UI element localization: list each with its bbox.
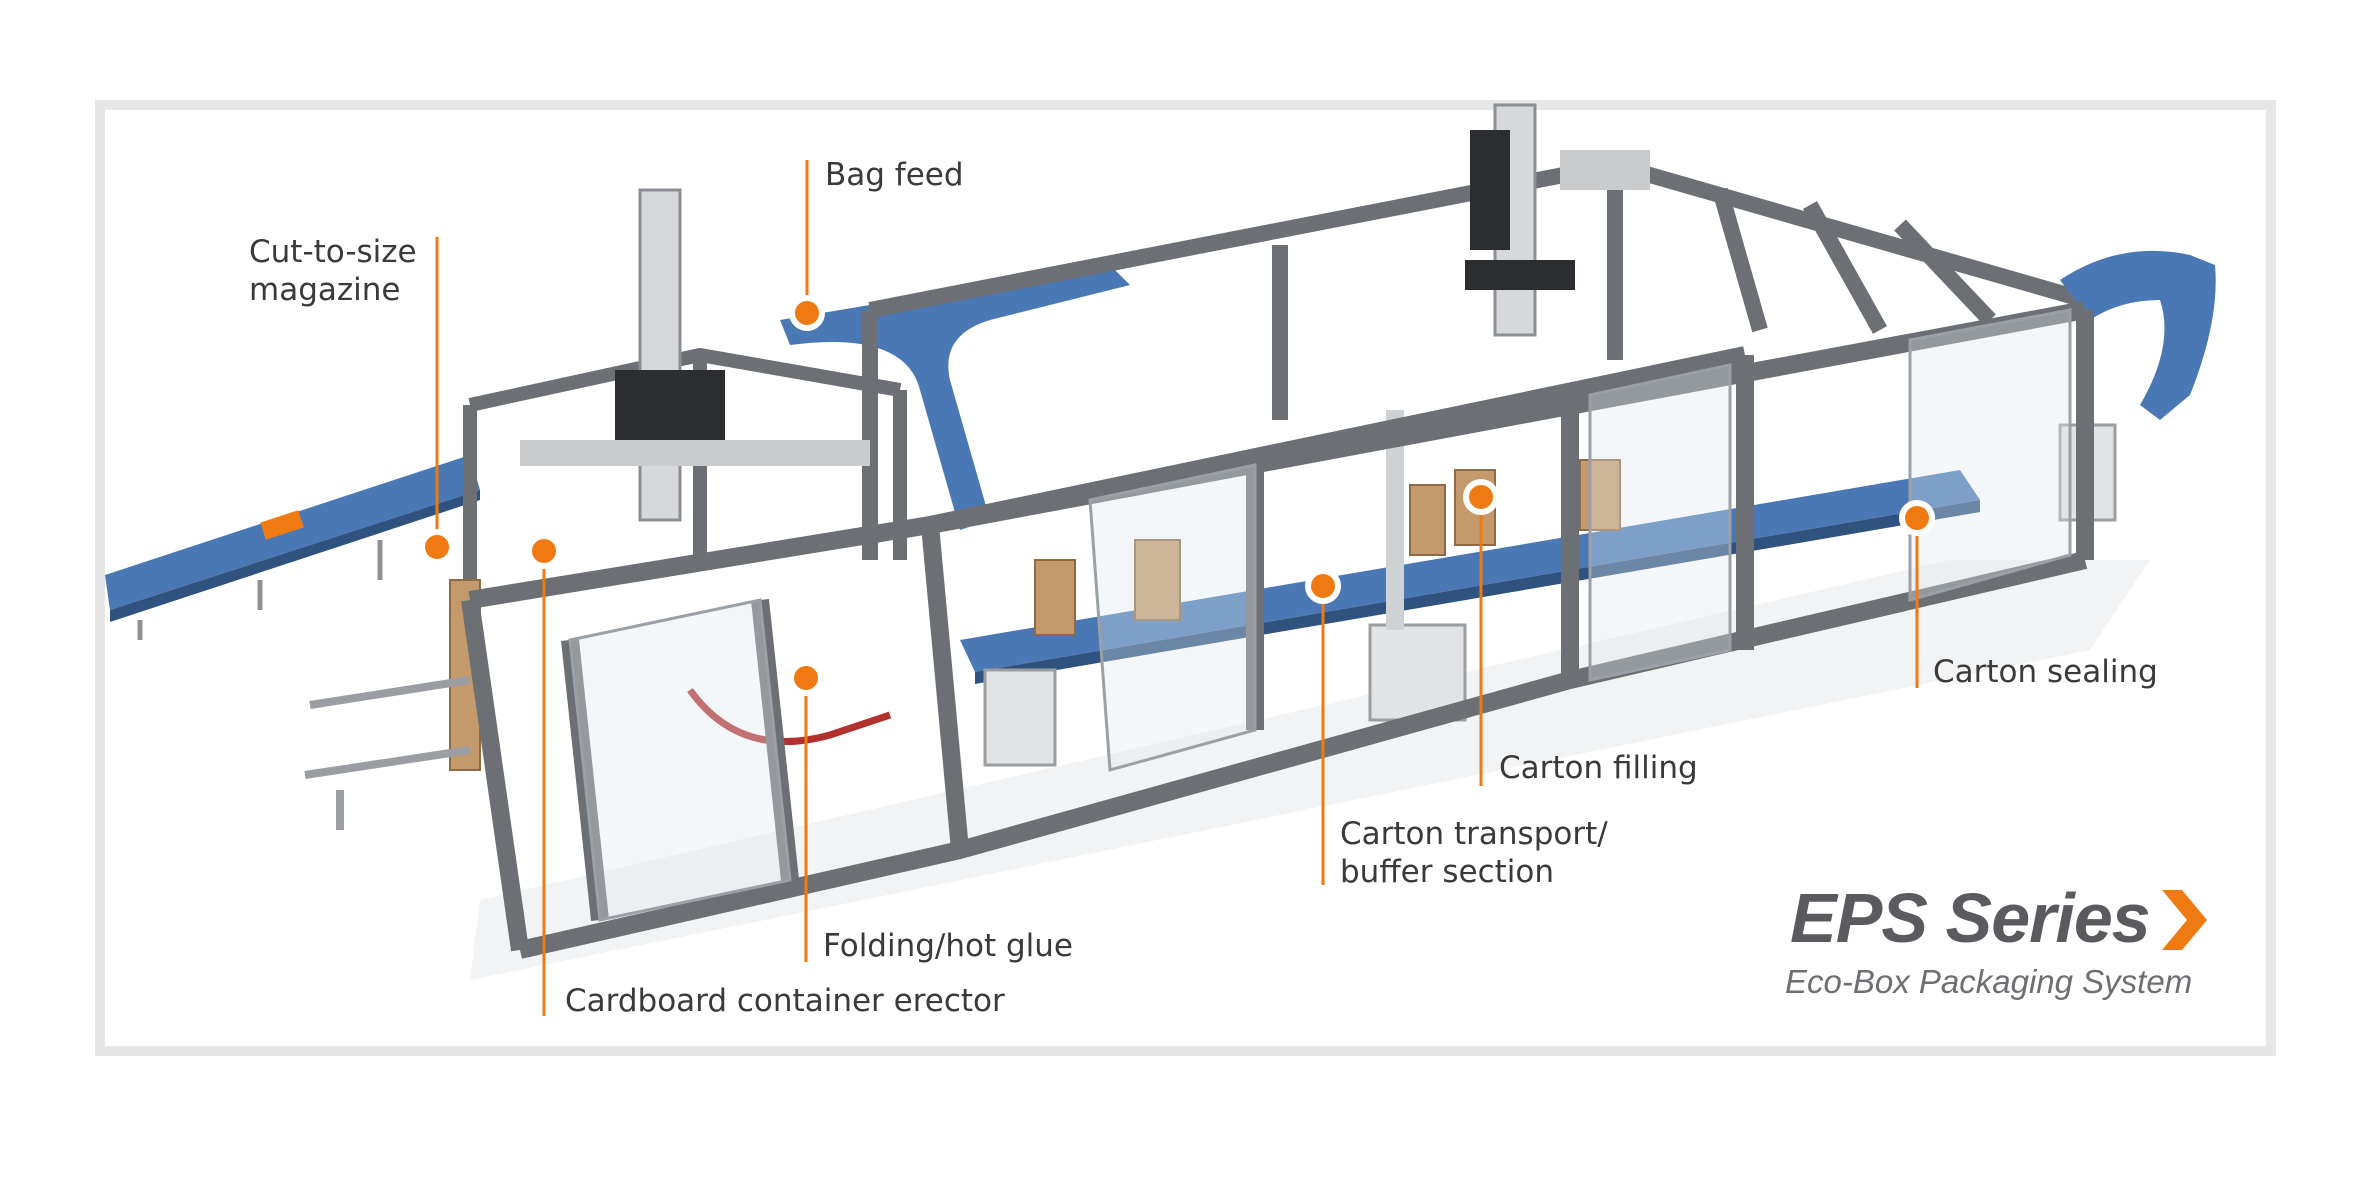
gantry-robot-left	[520, 188, 870, 522]
label-folding-hot-glue: Folding/hot glue	[823, 928, 1073, 964]
marker-bag-feed	[789, 295, 825, 331]
brand-title: EPS Series	[1790, 879, 2151, 957]
gantry-robot-right	[1465, 103, 1650, 337]
label-bag-feed: Bag feed	[825, 157, 964, 193]
brand-chevron-icon	[2162, 890, 2207, 950]
callout-leaders	[435, 160, 1919, 1016]
glass-panels	[568, 308, 2072, 922]
infeed-conveyor	[105, 455, 480, 640]
side-conveyor	[304, 676, 471, 830]
brand-subtitle: Eco-Box Packaging System	[1785, 963, 2193, 1000]
label-carton-filling: Carton filling	[1499, 750, 1698, 786]
label-cardboard-container-erector: Cardboard container erector	[565, 983, 1005, 1019]
hose-lines	[687, 687, 892, 745]
marker-transport	[1305, 568, 1341, 604]
label-carton-transport-buffer: Carton transport/ buffer section	[1340, 816, 1608, 890]
callout-markers	[419, 295, 1935, 696]
marker-sealing	[1899, 500, 1935, 536]
marker-cut-to-size	[419, 529, 455, 565]
label-cut-to-size-magazine: Cut-to-size magazine	[249, 234, 417, 308]
marker-filling	[1463, 479, 1499, 515]
marker-erector	[526, 533, 562, 569]
marker-folding	[788, 660, 824, 696]
label-carton-sealing: Carton sealing	[1933, 654, 2158, 690]
